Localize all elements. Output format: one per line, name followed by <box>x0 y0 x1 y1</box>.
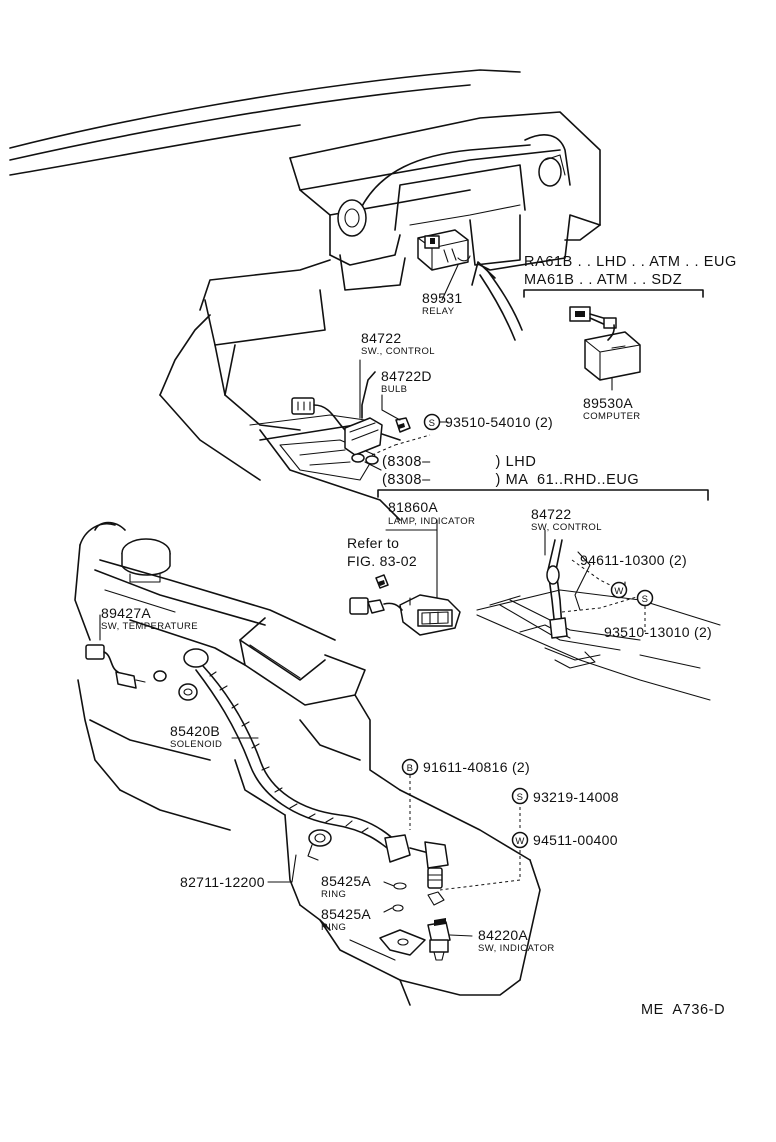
screw-upper-number: 93510-54010 (2) <box>445 414 553 430</box>
screw-symbol-upper <box>423 413 441 431</box>
washer-lower-number: 94611-10300 (2) <box>580 552 687 568</box>
solenoid-number: 85420B <box>170 723 220 739</box>
refer-figure-text: FIG. 83-02 <box>347 553 417 569</box>
ring-1-number: 85425A <box>321 873 371 889</box>
screw-symbol-upper-label: S <box>429 418 436 429</box>
washer-symbol-94511-label: W <box>515 836 524 847</box>
sw-temperature-name: SW, TEMPERATURE <box>101 621 198 632</box>
symbol-circles: S W S B S W <box>401 413 654 849</box>
sw-control-upper-number: 84722 <box>361 330 401 346</box>
engine-drawing <box>74 521 541 1006</box>
bolt-symbol <box>401 758 419 776</box>
model-note-2: MA61B . . ATM . . SDZ <box>524 272 682 288</box>
sw-indicator-number: 84220A <box>478 927 528 943</box>
sw-indicator-name: SW, INDICATOR <box>478 943 555 954</box>
screw-symbol-93219 <box>511 787 529 805</box>
bulb-name: BULB <box>381 384 407 395</box>
screw-93219-number: 93219-14008 <box>533 789 619 805</box>
bolt-symbol-label: B <box>407 763 414 774</box>
refer-to-text: Refer to <box>347 535 399 551</box>
ring-2-number: 85425A <box>321 906 371 922</box>
sw-control-upper-name: SW., CONTROL <box>361 346 435 357</box>
variant-lhd: (8308– ) LHD <box>382 454 536 470</box>
sw-temperature-number: 89427A <box>101 605 151 621</box>
ring-1-name: RING <box>321 889 346 900</box>
screw-symbol-lower-label: S <box>642 594 649 605</box>
lamp-indicator-number: 81860A <box>388 499 438 515</box>
sw-control-lower-name: SW, CONTROL <box>531 522 602 533</box>
ring-2-name: RING <box>321 922 346 933</box>
bulb-number: 84722D <box>381 368 432 384</box>
lamp-indicator-name: LAMP, INDICATOR <box>388 516 475 527</box>
washer-94511-number: 94511-00400 <box>533 832 618 848</box>
solenoid-name: SOLENOID <box>170 739 222 750</box>
screw-symbol-lower <box>636 589 654 607</box>
console-drawing <box>349 519 721 701</box>
washer-symbol-lower-label: W <box>614 586 623 597</box>
sw-control-lower-number: 84722 <box>531 506 571 522</box>
computer-number: 89530A <box>583 395 633 411</box>
bolt-number: 91611-40816 (2) <box>423 759 530 775</box>
labels: RA61B . . LHD . . ATM . . EUG MA61B . . … <box>101 254 737 1018</box>
screw-lower-number: 93510-13010 (2) <box>604 624 712 640</box>
screw-symbol-93219-label: S <box>517 792 524 803</box>
sheet-code: ME A736-D <box>641 1002 725 1018</box>
instrument-panel-drawing <box>9 69 709 521</box>
washer-symbol-lower <box>610 581 628 599</box>
model-note-1: RA61B . . LHD . . ATM . . EUG <box>524 254 737 270</box>
relay-number: 89531 <box>422 290 462 306</box>
variant-rhd: (8308– ) MA 61..RHD..EUG <box>382 472 639 488</box>
computer-name: COMPUTER <box>583 411 641 422</box>
relay-name: RELAY <box>422 306 455 317</box>
leader-lines <box>99 264 626 937</box>
washer-symbol-94511 <box>511 831 529 849</box>
clamp-number: 82711-12200 <box>180 874 265 890</box>
